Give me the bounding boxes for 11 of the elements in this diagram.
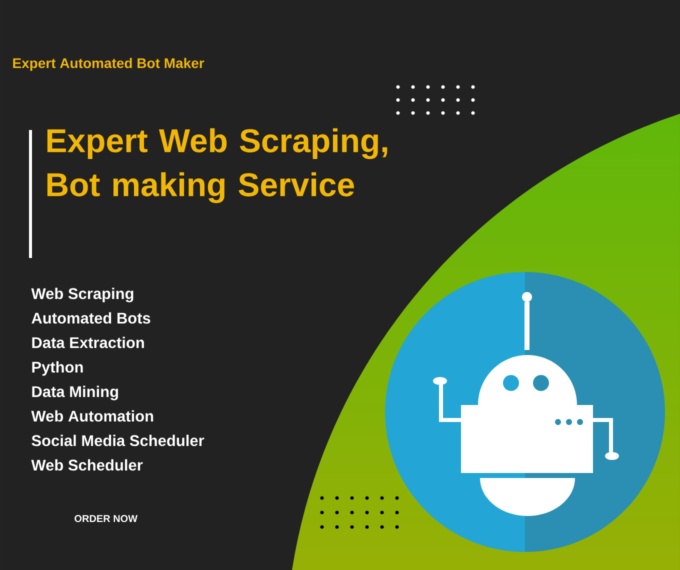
list-item: Data Extraction (32, 336, 144, 348)
tagline: Expert Automated Bot Maker (13, 58, 204, 71)
list-item: Web Scheduler (31, 459, 143, 471)
headline: Expert Web Scraping, Bot making Service (47, 128, 388, 204)
list-item: Web Automation (31, 410, 154, 422)
list-item: Python (32, 361, 83, 376)
list-item: Social Media Scheduler (32, 434, 204, 446)
call-to-action: ORDER NOW (74, 515, 138, 522)
list-item: Data Mining (32, 386, 118, 400)
list-item: Web Scraping (31, 288, 134, 302)
list-item: Automated Bots (32, 312, 150, 324)
